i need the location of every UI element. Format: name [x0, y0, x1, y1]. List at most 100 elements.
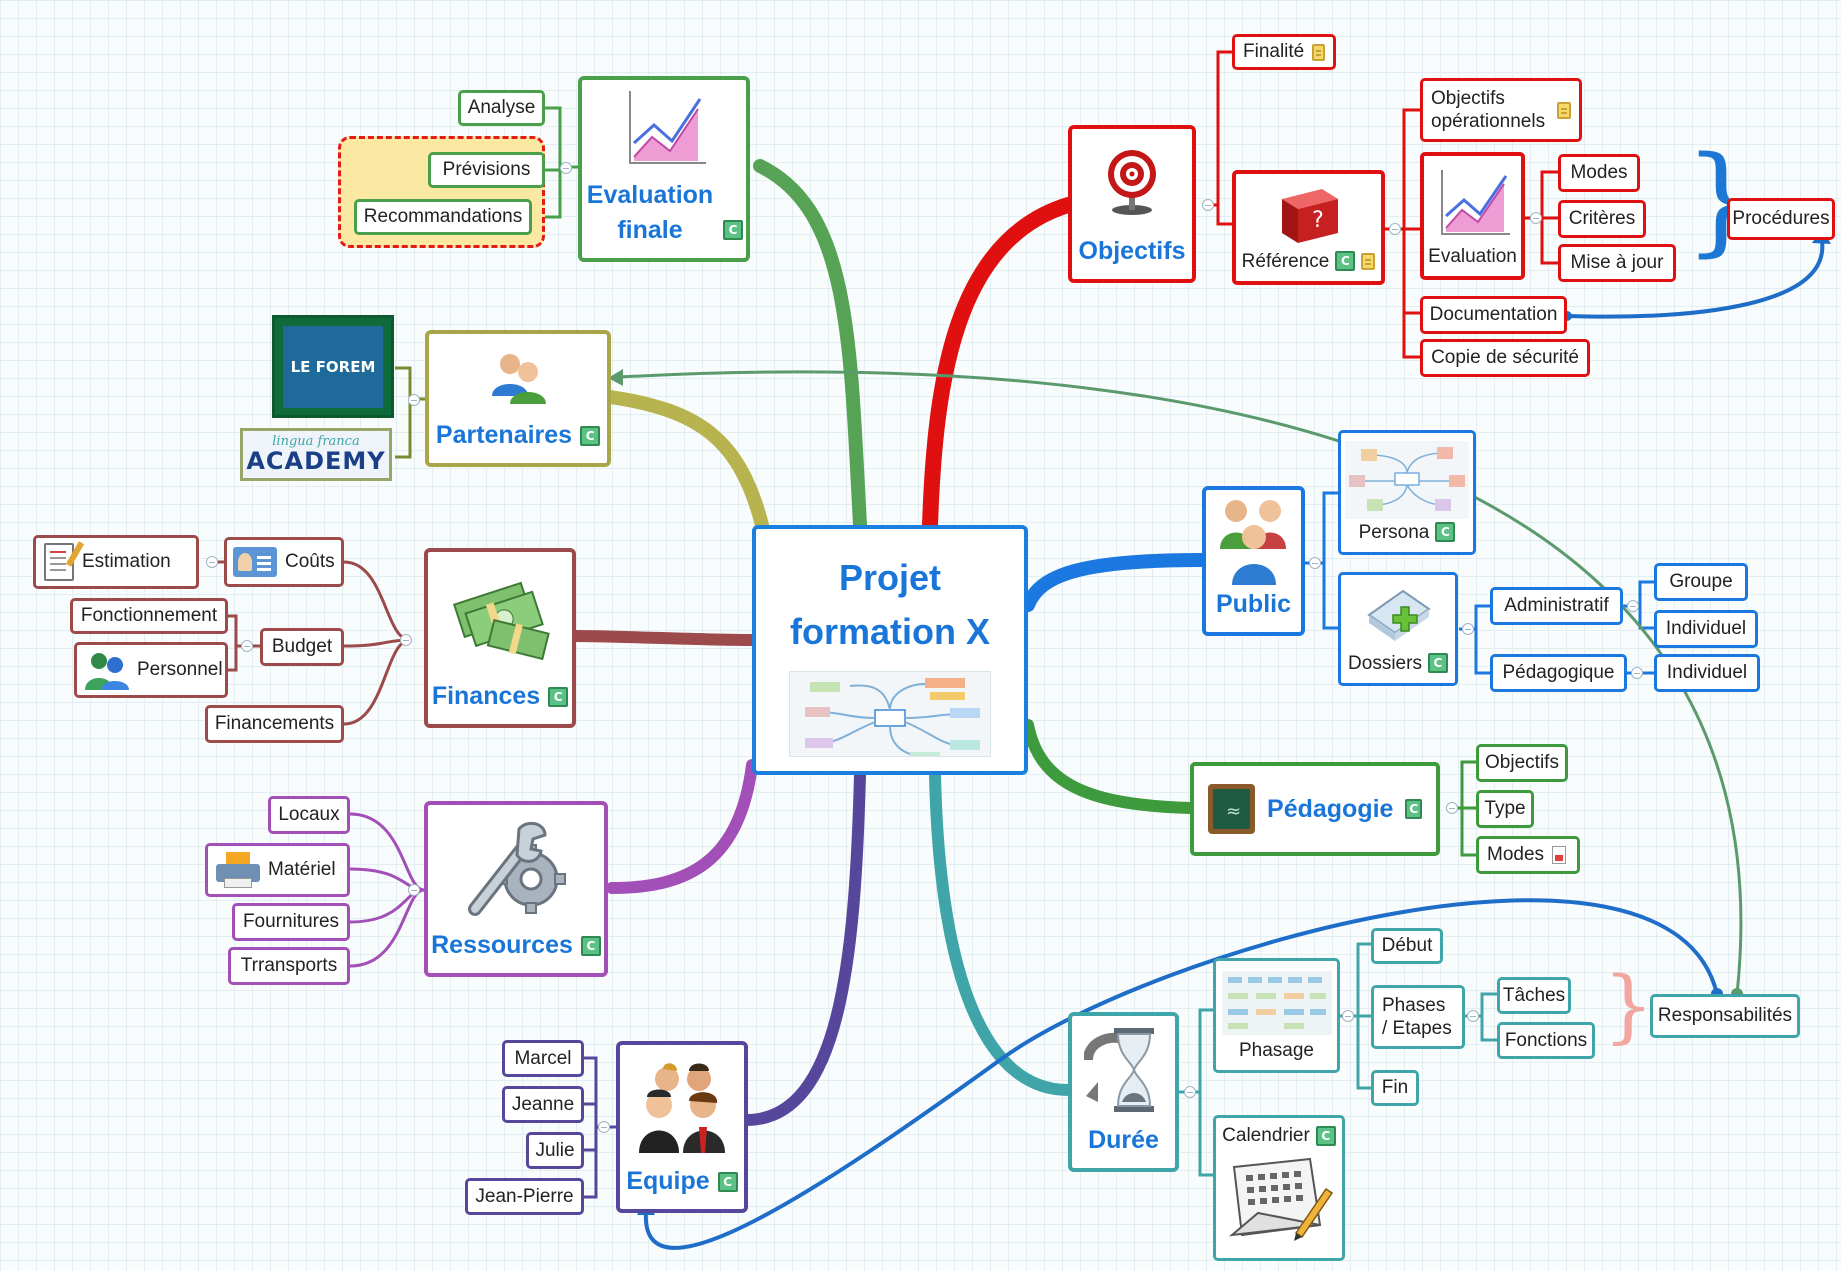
- node-couts[interactable]: Coûts: [224, 537, 344, 587]
- node-responsabilites-label: Responsabilités: [1657, 1005, 1793, 1027]
- node-previsions[interactable]: Prévisions: [428, 152, 545, 188]
- collapse-toggle[interactable]: [1184, 1086, 1196, 1098]
- node-documentation-label: Documentation: [1429, 304, 1558, 326]
- node-copie-securite-label: Copie de sécurité: [1431, 347, 1579, 369]
- collapse-toggle[interactable]: [1342, 1010, 1354, 1022]
- node-budget[interactable]: Budget: [260, 628, 344, 666]
- node-fournitures-label: Fournitures: [242, 911, 340, 933]
- collapse-toggle[interactable]: [1627, 600, 1639, 612]
- topic-finances[interactable]: Finances C: [424, 548, 576, 728]
- node-fonctions[interactable]: Fonctions: [1497, 1022, 1595, 1059]
- topic-objectifs-title: Objectifs: [1078, 237, 1186, 265]
- le-forem-logo[interactable]: LE FOREM: [272, 315, 394, 418]
- node-pedagogie-modes[interactable]: Modes: [1476, 836, 1580, 874]
- collapse-toggle[interactable]: [1389, 223, 1401, 235]
- collapse-toggle[interactable]: [1631, 667, 1643, 679]
- node-taches[interactable]: Tâches: [1497, 977, 1571, 1014]
- collapse-toggle[interactable]: [206, 556, 218, 568]
- academy-logo[interactable]: lingua franca ACADEMY: [240, 428, 392, 481]
- collapse-toggle[interactable]: [1309, 557, 1321, 569]
- node-criteres-label: Critères: [1568, 208, 1636, 230]
- node-calendrier[interactable]: Calendrier C: [1213, 1115, 1345, 1261]
- topic-duree-title: Durée: [1088, 1126, 1159, 1154]
- node-estimation[interactable]: Estimation: [33, 535, 199, 589]
- collapse-toggle[interactable]: [408, 394, 420, 406]
- node-reference-label: Référence: [1241, 250, 1330, 272]
- node-analyse[interactable]: Analyse: [458, 90, 545, 126]
- node-jeanne[interactable]: Jeanne: [502, 1086, 584, 1123]
- node-dossiers[interactable]: Dossiers C: [1338, 572, 1458, 686]
- node-documentation[interactable]: Documentation: [1420, 296, 1567, 334]
- le-forem-logo-text: LE FOREM: [290, 357, 376, 376]
- node-phasage[interactable]: Phasage: [1213, 958, 1340, 1073]
- topic-pedagogie[interactable]: ≈ Pédagogie C: [1190, 762, 1440, 856]
- node-procedures[interactable]: Procédures: [1727, 198, 1835, 240]
- node-fournitures[interactable]: Fournitures: [232, 903, 350, 941]
- node-modes-label: Modes: [1570, 162, 1628, 184]
- node-marcel[interactable]: Marcel: [502, 1040, 584, 1077]
- curly-brace: }: [1603, 959, 1654, 1052]
- topic-public[interactable]: Public: [1202, 486, 1305, 636]
- node-persona[interactable]: Persona C: [1338, 430, 1476, 555]
- node-objectifs-operationnels[interactable]: Objectifs opérationnels: [1420, 78, 1582, 142]
- collapse-toggle[interactable]: [241, 640, 253, 652]
- node-personnel[interactable]: Personnel: [74, 642, 228, 698]
- node-evaluation-label: Evaluation: [1428, 245, 1517, 267]
- node-debut[interactable]: Début: [1371, 928, 1443, 964]
- node-individuel-peda[interactable]: Individuel: [1654, 654, 1760, 692]
- node-materiel[interactable]: Matériel: [205, 843, 350, 897]
- node-locaux[interactable]: Locaux: [268, 796, 350, 834]
- topic-objectifs[interactable]: Objectifs: [1068, 125, 1196, 283]
- topic-ressources[interactable]: Ressources C: [424, 801, 608, 977]
- branch-evaluation: [753, 159, 867, 532]
- node-phases-etapes[interactable]: Phases / Etapes: [1371, 985, 1465, 1049]
- node-mise-a-jour[interactable]: Mise à jour: [1558, 244, 1676, 282]
- collapse-toggle[interactable]: [1446, 802, 1458, 814]
- topic-partenaires[interactable]: Partenaires C: [425, 330, 611, 467]
- topic-equipe[interactable]: Equipe C: [616, 1041, 748, 1213]
- node-finalite[interactable]: Finalité: [1232, 34, 1336, 70]
- node-recommandations[interactable]: Recommandations: [354, 199, 532, 235]
- node-administratif[interactable]: Administratif: [1490, 587, 1623, 625]
- node-pedagogique[interactable]: Pédagogique: [1490, 654, 1627, 692]
- node-julie[interactable]: Julie: [526, 1132, 584, 1169]
- node-reference[interactable]: ? Référence C: [1232, 170, 1385, 285]
- node-criteres[interactable]: Critères: [1558, 200, 1646, 238]
- collapse-toggle[interactable]: [1462, 623, 1474, 635]
- node-evaluation[interactable]: Evaluation: [1420, 152, 1525, 280]
- central-topic[interactable]: Projet formation X: [752, 525, 1028, 775]
- node-transports[interactable]: Trransports: [228, 947, 350, 985]
- node-fonctionnement[interactable]: Fonctionnement: [70, 598, 228, 634]
- node-modes[interactable]: Modes: [1558, 154, 1640, 192]
- node-pedagogie-modes-label: Modes: [1487, 844, 1545, 866]
- collapse-toggle[interactable]: [1530, 212, 1542, 224]
- node-financements[interactable]: Financements: [205, 705, 344, 743]
- collapse-toggle[interactable]: [560, 162, 572, 174]
- node-type-label: Type: [1484, 798, 1526, 820]
- node-groupe-label: Groupe: [1669, 571, 1733, 593]
- collapse-toggle[interactable]: [1202, 199, 1214, 211]
- node-fin[interactable]: Fin: [1371, 1070, 1419, 1106]
- node-copie-securite[interactable]: Copie de sécurité: [1420, 339, 1590, 377]
- node-estimation-label: Estimation: [82, 551, 171, 573]
- collapse-toggle[interactable]: [408, 884, 420, 896]
- chart-icon: [582, 80, 746, 178]
- node-personnel-label: Personnel: [137, 659, 223, 681]
- folder-icon: [1363, 581, 1433, 652]
- collapse-toggle[interactable]: [598, 1121, 610, 1133]
- topic-evaluation-finale[interactable]: Evaluation finale C: [578, 76, 750, 262]
- node-jean-pierre[interactable]: Jean-Pierre: [465, 1178, 584, 1215]
- node-responsabilites[interactable]: Responsabilités: [1650, 994, 1800, 1038]
- topic-finances-title: Finances: [431, 682, 541, 710]
- collapse-toggle[interactable]: [400, 634, 412, 646]
- topic-duree[interactable]: Durée: [1068, 1012, 1179, 1172]
- topic-pedagogie-title: Pédagogie: [1267, 794, 1394, 823]
- node-pedagogie-objectifs[interactable]: Objectifs: [1476, 744, 1568, 782]
- collapse-toggle[interactable]: [1467, 1010, 1479, 1022]
- node-individuel-admin[interactable]: Individuel: [1654, 610, 1758, 648]
- node-type[interactable]: Type: [1476, 790, 1534, 828]
- branch-equipe: [742, 769, 866, 1126]
- node-calendrier-label: Calendrier: [1222, 1125, 1310, 1146]
- node-fin-label: Fin: [1381, 1077, 1409, 1099]
- node-groupe[interactable]: Groupe: [1654, 563, 1748, 601]
